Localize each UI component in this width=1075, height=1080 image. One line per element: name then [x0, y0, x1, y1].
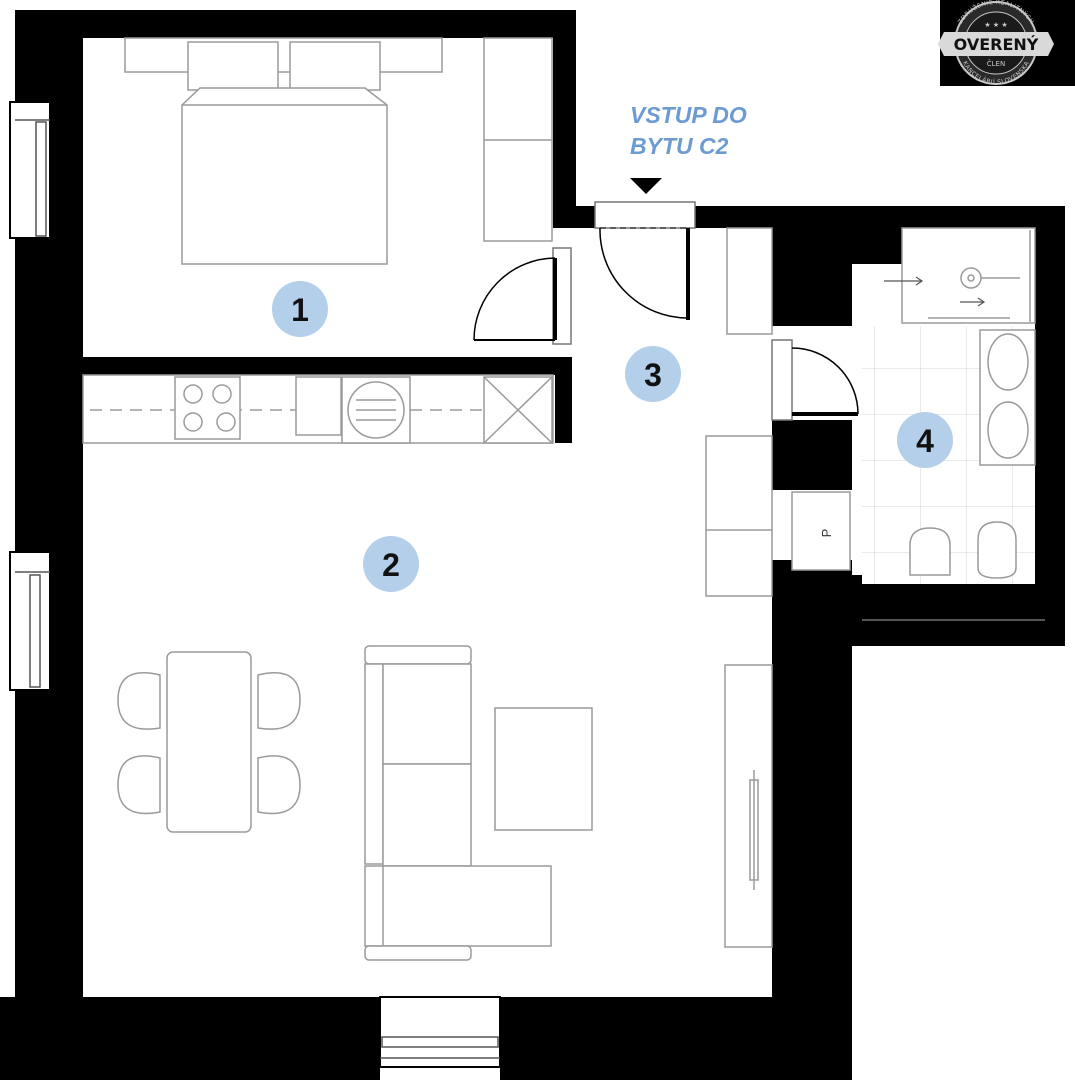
room-number: 2 — [382, 547, 400, 583]
dining-set — [117, 651, 301, 833]
shower — [901, 227, 1036, 324]
room-marker-2: 2 — [363, 536, 419, 592]
door-entrance — [594, 201, 696, 320]
double-bed — [124, 37, 443, 265]
verified-member-badge: ZDRUŽENIE REALITNÝCH KANCELÁRIÍ SLOVENSK… — [938, 0, 1075, 86]
toilet — [977, 521, 1017, 579]
badge-sub-text: ČLEN — [987, 59, 1005, 68]
wardrobe — [483, 37, 553, 242]
bidet — [909, 527, 951, 576]
walls — [0, 10, 1065, 1080]
kitchen-counter — [82, 374, 554, 444]
entrance-arrow-icon — [630, 178, 662, 194]
room-marker-3: 3 — [625, 346, 681, 402]
shower-arrows — [884, 276, 986, 307]
door-bedroom — [473, 247, 572, 345]
room-marker-1: 1 — [272, 281, 328, 337]
entrance-label: VSTUP DO BYTU C2 — [630, 100, 747, 162]
entrance-label-line1: VSTUP DO — [630, 102, 747, 128]
tv-unit — [724, 664, 773, 948]
window-bedroom — [9, 101, 51, 239]
room-marker-4: 4 — [897, 412, 953, 468]
double-washbasin — [979, 329, 1036, 466]
corridor-cabinet — [726, 227, 773, 335]
shoe-cabinet — [705, 435, 773, 597]
corner-sofa — [364, 645, 552, 961]
room-number: 4 — [916, 423, 934, 459]
badge-main-text: OVERENÝ — [954, 35, 1039, 54]
room-number: 1 — [291, 292, 309, 328]
window-living — [9, 551, 51, 691]
badge-stars-icon: ★ ★ ★ — [984, 21, 1007, 29]
boiler-label: P — [819, 529, 834, 538]
entrance-label-line2: BYTU C2 — [630, 133, 729, 159]
coffee-table — [494, 707, 593, 831]
window-bottom — [379, 996, 501, 1068]
door-bathroom — [771, 339, 859, 421]
wall-details — [574, 10, 1045, 621]
boiler-cabinet — [791, 491, 851, 571]
room-number: 3 — [644, 357, 662, 393]
